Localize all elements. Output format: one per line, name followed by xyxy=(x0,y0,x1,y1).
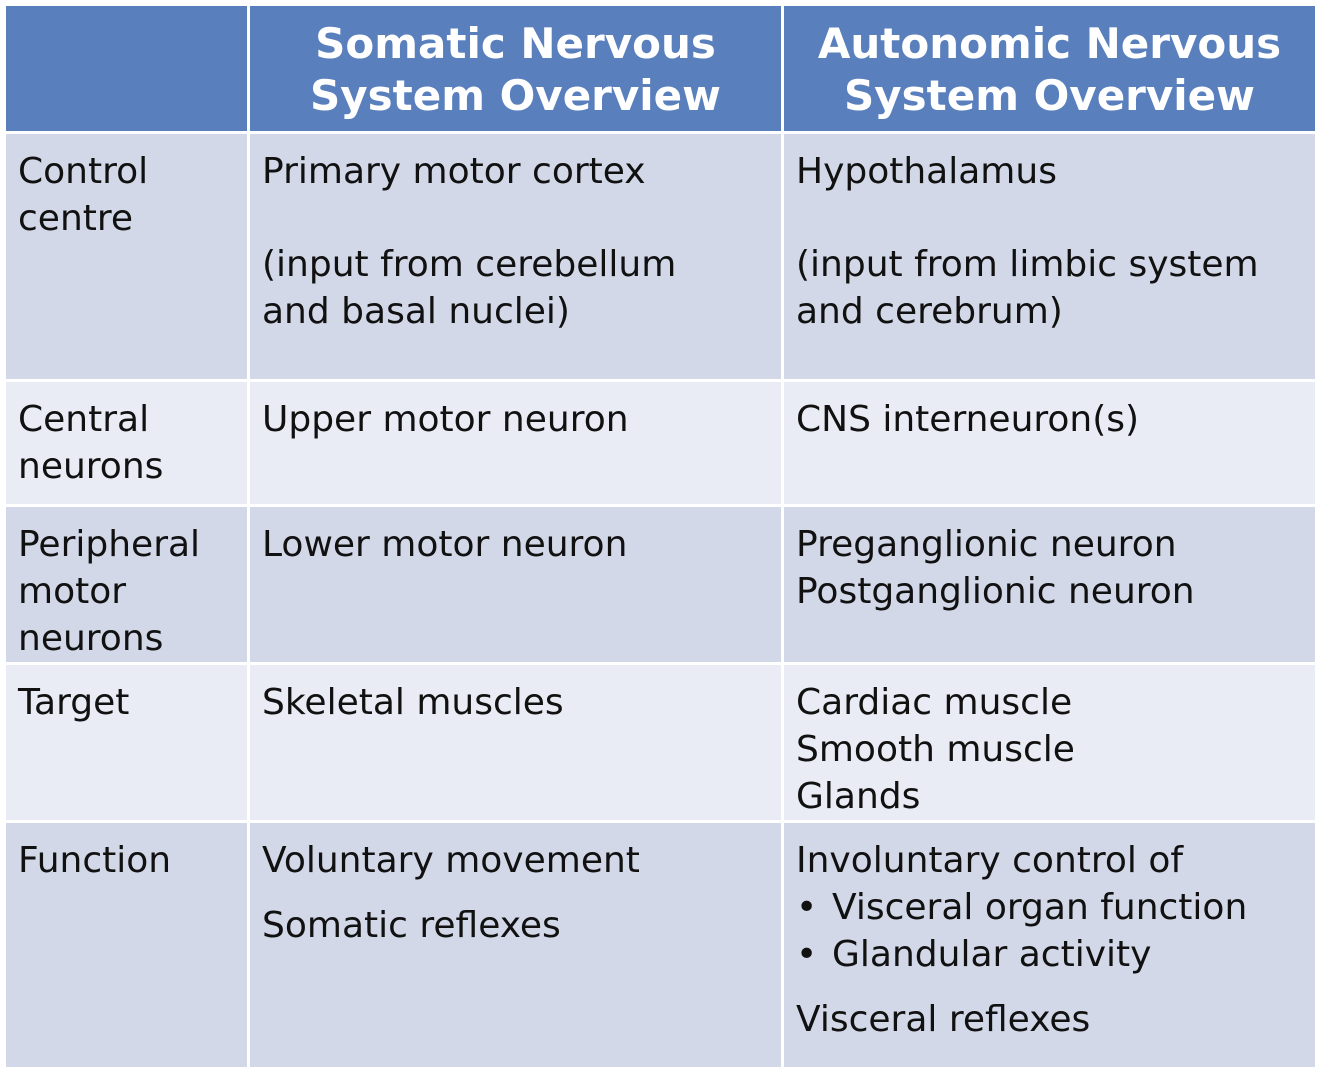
row-label-line: Peripheral xyxy=(18,524,201,565)
cell-somatic-function: Voluntary movement Somatic reflexes xyxy=(250,823,781,1067)
row-label-line: Target xyxy=(18,682,130,723)
bullet-icon: • xyxy=(796,887,818,928)
bullet-text: Visceral organ function xyxy=(832,887,1248,928)
cell-somatic-peripheral: Lower motor neuron xyxy=(250,507,781,662)
cell-autonomic-central-neurons: CNS interneuron(s) xyxy=(784,382,1315,504)
header-somatic-line-1: Somatic Nervous xyxy=(315,19,716,68)
row-label-peripheral-motor-neurons: Peripheral motor neurons xyxy=(6,507,247,662)
row-label-line: Central xyxy=(18,399,150,440)
row-label-line: Function xyxy=(18,840,172,881)
cell-text: CNS interneuron(s) xyxy=(796,399,1140,440)
bullet-item: • Glandular activity xyxy=(796,931,1303,978)
cell-autonomic-control-centre: Hypothalamus (input from limbic system a… xyxy=(784,134,1315,379)
row-label-control-centre: Control centre xyxy=(6,134,247,379)
cell-text: (input from limbic system xyxy=(796,244,1259,285)
header-autonomic: Autonomic Nervous System Overview xyxy=(784,6,1315,131)
header-autonomic-line-1: Autonomic Nervous xyxy=(817,19,1282,68)
header-somatic-line-2: System Overview xyxy=(310,71,721,120)
row-label-line: motor xyxy=(18,571,127,612)
cell-text: Voluntary movement xyxy=(262,840,640,881)
cell-text: Lower motor neuron xyxy=(262,524,628,565)
cell-somatic-target: Skeletal muscles xyxy=(250,665,781,820)
bullet-item: • Visceral organ function xyxy=(796,884,1303,931)
bullet-text: Glandular activity xyxy=(832,934,1152,975)
cell-autonomic-function: Involuntary control of • Visceral organ f… xyxy=(784,823,1315,1067)
cell-text: Postganglionic neuron xyxy=(796,571,1195,612)
cell-text: and basal nuclei) xyxy=(262,291,570,332)
cell-text: Hypothalamus xyxy=(796,151,1057,192)
row-label-line: neurons xyxy=(18,618,164,659)
cell-somatic-control-centre: Primary motor cortex (input from cerebel… xyxy=(250,134,781,379)
cell-text: Upper motor neuron xyxy=(262,399,629,440)
row-label-target: Target xyxy=(6,665,247,820)
row-label-line: Control xyxy=(18,151,149,192)
row-label-central-neurons: Central neurons xyxy=(6,382,247,504)
header-somatic: Somatic Nervous System Overview xyxy=(250,6,781,131)
bullet-icon: • xyxy=(796,934,818,975)
comparison-table: Somatic Nervous System Overview Autonomi… xyxy=(6,6,1315,1067)
header-empty-cell xyxy=(6,6,247,131)
cell-text: Skeletal muscles xyxy=(262,682,564,723)
row-label-line: centre xyxy=(18,198,134,239)
cell-text: Cardiac muscle xyxy=(796,682,1073,723)
row-label-line: neurons xyxy=(18,446,164,487)
cell-autonomic-peripheral: Preganglionic neuron Postganglionic neur… xyxy=(784,507,1315,662)
cell-text: and cerebrum) xyxy=(796,291,1063,332)
cell-text: Smooth muscle xyxy=(796,729,1075,770)
cell-text: Involuntary control of xyxy=(796,840,1184,881)
cell-text: Preganglionic neuron xyxy=(796,524,1177,565)
row-label-function: Function xyxy=(6,823,247,1067)
cell-text: Visceral reflexes xyxy=(796,999,1091,1040)
cell-text: (input from cerebellum xyxy=(262,244,677,285)
cell-text: Somatic reflexes xyxy=(262,905,561,946)
cell-text: Primary motor cortex xyxy=(262,151,646,192)
cell-autonomic-target: Cardiac muscle Smooth muscle Glands xyxy=(784,665,1315,820)
cell-text: Glands xyxy=(796,776,921,817)
cell-somatic-central-neurons: Upper motor neuron xyxy=(250,382,781,504)
header-autonomic-line-2: System Overview xyxy=(844,71,1255,120)
